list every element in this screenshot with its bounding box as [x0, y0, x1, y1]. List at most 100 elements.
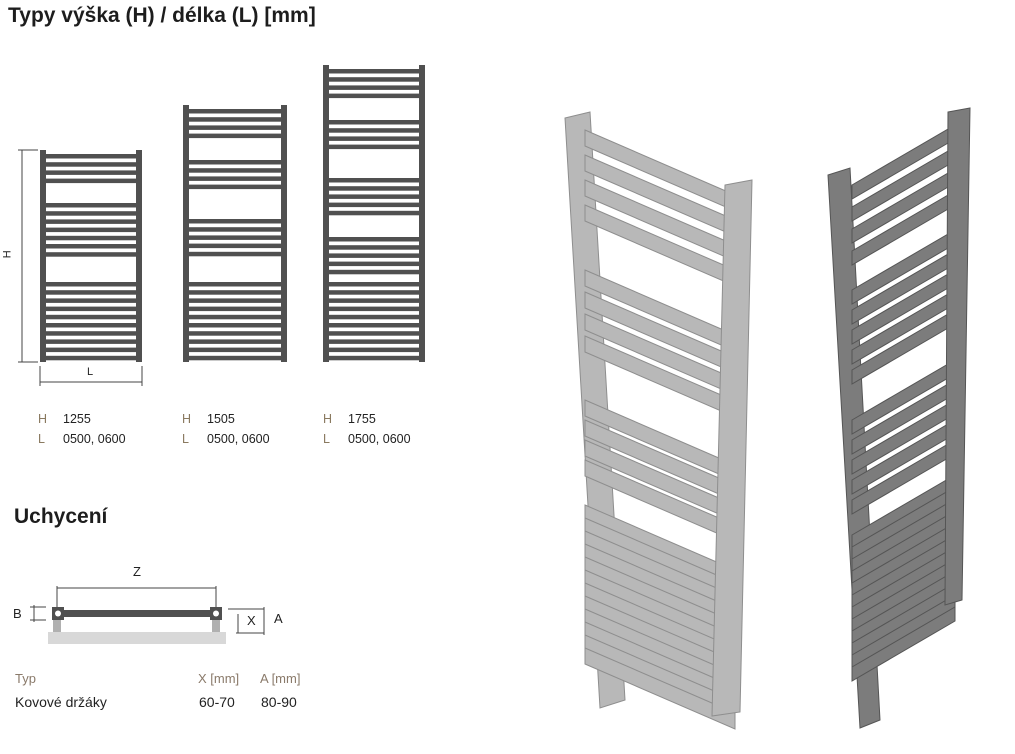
radiator-1755-bar: [327, 85, 421, 90]
radiator-1505-bar: [187, 314, 283, 320]
radiator-1505-bar: [187, 133, 283, 139]
radiator-1755-left-rail: [323, 65, 329, 362]
radiator-1505-bar: [187, 251, 283, 257]
radiator-1755-bar: [327, 245, 421, 250]
radiator-1255-bar: [44, 178, 138, 184]
radiator-1255-bar: [44, 298, 138, 303]
radiator-1755-bar: [327, 253, 421, 258]
radiator-1255-bar: [44, 323, 138, 328]
radiator-1255-bar: [44, 227, 138, 233]
radiator-1255-bar: [44, 170, 138, 175]
bracket: [212, 618, 220, 632]
radiator-1755-bar: [327, 339, 421, 344]
radiator-1755-bar: [327, 323, 421, 328]
radiator-1505-bar: [187, 235, 283, 240]
radiator-1755-bar: [327, 69, 421, 74]
row-a: 80-90: [261, 694, 297, 710]
radiator-1755-bar: [327, 331, 421, 336]
label-a: A: [273, 611, 284, 627]
radiator-1755-bar: [327, 306, 421, 312]
mounting-title: Uchycení: [14, 505, 108, 528]
radiator-1505-left-rail: [183, 105, 189, 362]
radiator-1505-bar: [187, 176, 283, 181]
radiator-1255-bar: [44, 219, 138, 224]
label-b: B: [12, 606, 23, 622]
row-x: 60-70: [199, 694, 235, 710]
radiator-1505-bar: [187, 160, 283, 165]
header-typ: Typ: [15, 671, 36, 686]
radiator-1755-bar: [327, 186, 421, 191]
wall: [48, 632, 226, 644]
radiator-1255-bar: [44, 162, 138, 167]
radiator-1505-right-rail: [281, 105, 287, 362]
page-title: Typy výška (H) / délka (L) [mm]: [8, 4, 316, 27]
radiator-1255-left-rail: [40, 150, 46, 362]
radiator-1755-bar: [327, 261, 421, 267]
render-light-bar: [584, 647, 736, 730]
header-a: A [mm]: [260, 671, 301, 686]
radiator-1755-bar: [327, 298, 421, 303]
radiator-1255-bar: [44, 290, 138, 295]
radiator-1755-bar: [327, 210, 421, 216]
radiator-1505-bar: [187, 306, 283, 312]
radiator-1755-bar: [327, 77, 421, 82]
radiator-1255-bar: [44, 347, 138, 353]
radiator-1505-bar: [187, 184, 283, 190]
radiator-1505-bar: [187, 298, 283, 303]
radiator-1505-bar: [187, 355, 283, 361]
radiator-1255-bar: [44, 252, 138, 257]
radiator-1505-bar: [187, 339, 283, 344]
radiator-1505-bar: [187, 282, 283, 287]
radiator-1755-bar: [327, 194, 421, 199]
radiator-1755-bar: [327, 202, 421, 208]
radiator-1755-bar: [327, 144, 421, 150]
radiator-1255-bar: [44, 355, 138, 361]
radiator-1255-bar: [44, 331, 138, 336]
radiator-1505-bar: [187, 227, 283, 232]
radiator-1505-bar: [187, 331, 283, 336]
radiator-1505-bar: [187, 323, 283, 328]
radiator-1255-bar: [44, 203, 138, 208]
dimension-label-h: H: [1, 250, 14, 259]
radiator-1505-bar: [187, 168, 283, 173]
radiator-1755-bar: [327, 136, 421, 141]
label-x: X: [246, 613, 257, 629]
radiator-1505-bar: [187, 243, 283, 249]
radiator-1755-right-rail: [419, 65, 425, 362]
radiator-1255-bar: [44, 339, 138, 344]
radiator-1755-bar: [327, 93, 421, 99]
radiator-1755-bar: [327, 355, 421, 361]
radiator-1255-bar: [44, 211, 138, 216]
render-dark-right-post: [944, 107, 971, 606]
radiator-1505-bar: [187, 219, 283, 224]
radiator-1255-bar: [44, 235, 138, 241]
radiator-1755-bar: [327, 347, 421, 353]
radiator-1505-bar: [187, 290, 283, 295]
radiator-1255-bar: [44, 154, 138, 159]
radiator-1755-bar: [327, 178, 421, 183]
radiator-1755-bar: [327, 128, 421, 133]
radiator-1505-bar: [187, 109, 283, 114]
radiator-1755-bar: [327, 120, 421, 125]
radiator-1255-right-rail: [136, 150, 142, 362]
radiator-1505-bar: [187, 125, 283, 130]
row-type: Kovové držáky: [15, 694, 107, 710]
radiator-1255-bar: [44, 306, 138, 312]
radiator-1505-bar: [187, 117, 283, 122]
radiator-1255-bar: [44, 244, 138, 249]
dimension-label-l: L: [87, 366, 94, 378]
rail-bar: [56, 610, 216, 617]
rail-hole: [213, 610, 219, 617]
bracket: [53, 618, 61, 632]
radiator-1755-bar: [327, 314, 421, 320]
radiator-1755-bar: [327, 269, 421, 275]
radiator-1255-bar: [44, 314, 138, 320]
render-dark-bar: [851, 606, 956, 682]
render-light-right-post: [711, 179, 753, 717]
radiator-1505-bar: [187, 347, 283, 353]
header-x: X [mm]: [198, 671, 240, 686]
